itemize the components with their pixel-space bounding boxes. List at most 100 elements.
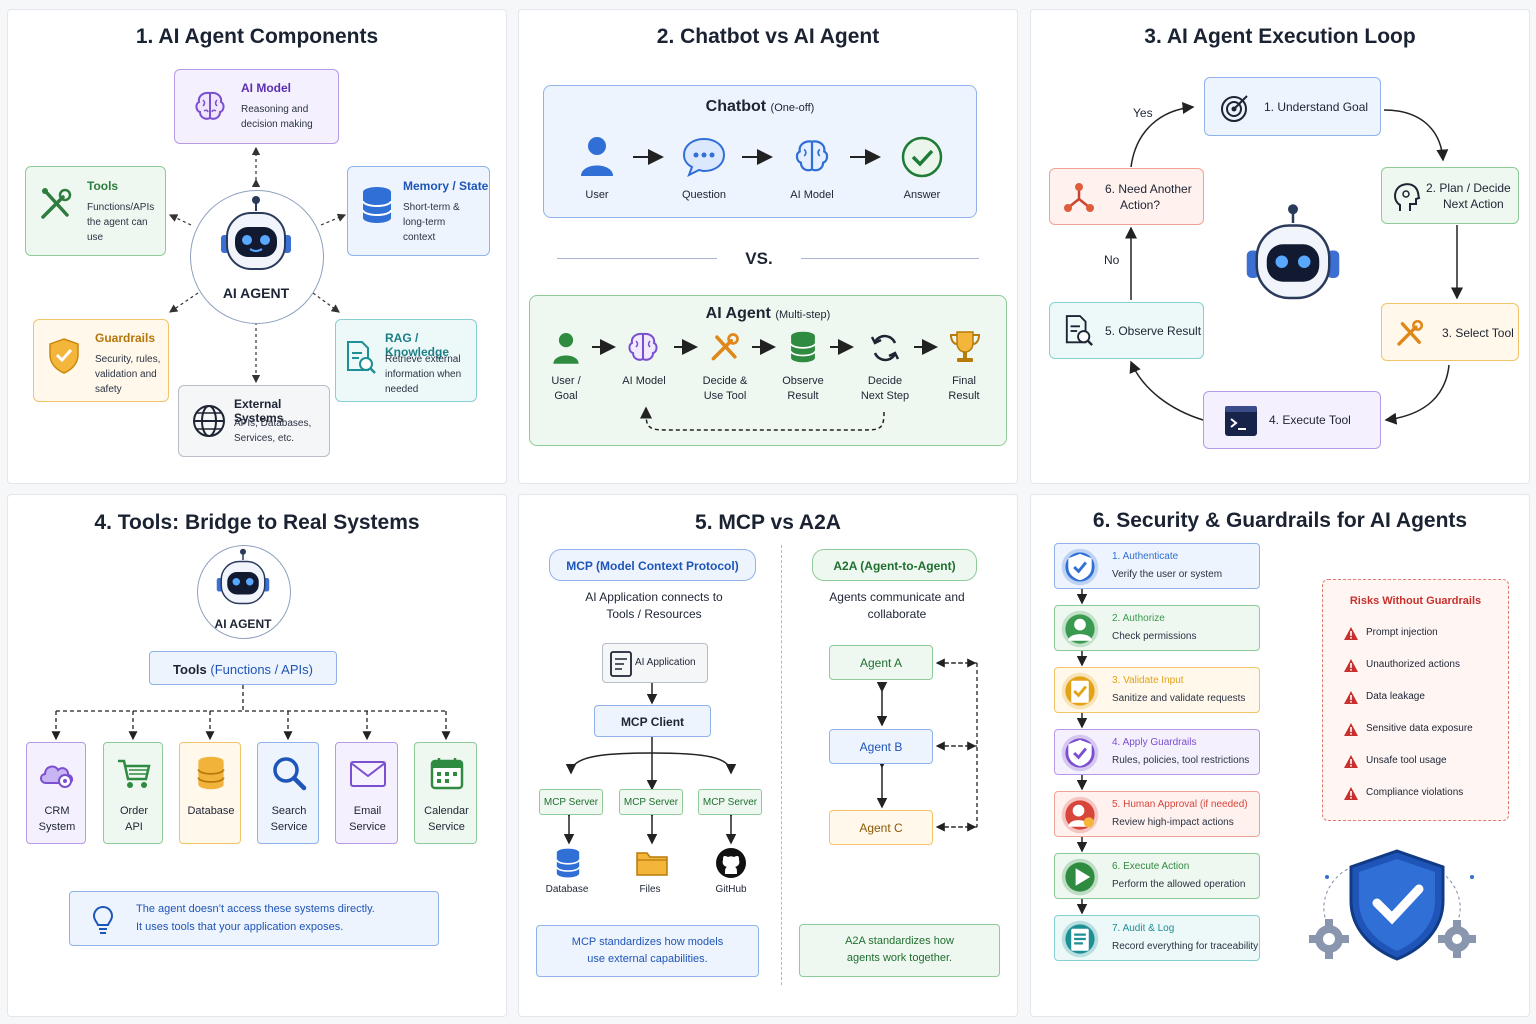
terminal-icon — [1225, 406, 1257, 436]
label-2: API — [125, 821, 143, 833]
component-external-systems: External Systems APIs, Databases, Servic… — [178, 385, 330, 457]
desc-3: needed — [385, 384, 419, 395]
security-step: 3. Validate Input Sanitize and validate … — [1054, 667, 1260, 713]
label: Agent A — [859, 656, 903, 670]
step-icon — [1061, 672, 1099, 710]
agent-title: AI Agent — [705, 305, 771, 322]
label-2: Action? — [1120, 198, 1161, 212]
label: 4. Execute Tool — [1269, 413, 1351, 427]
database-icon — [790, 331, 816, 363]
step-title: 5. Human Approval (if needed) — [1112, 799, 1248, 810]
step-title: 6. Execute Action — [1112, 861, 1190, 872]
risk-item: Sensitive data exposure — [1343, 722, 1503, 740]
folder-icon — [636, 852, 668, 876]
chat-bubble-icon — [682, 137, 726, 178]
checkmark-circle-icon — [901, 136, 943, 178]
app-window-icon — [610, 651, 632, 677]
step-answer: Answer — [903, 189, 941, 201]
branch-icon — [1064, 183, 1094, 212]
tools-word: Tools — [173, 662, 211, 677]
shield-gears-icon — [1309, 849, 1476, 961]
mcp-desc-1: AI Application connects to — [585, 590, 723, 604]
agent-heading: AI Agent (Multi-step) — [530, 305, 1006, 323]
label: 1. Understand Goal — [1264, 100, 1369, 114]
info-note: The agent doesn’t access these systems d… — [69, 891, 439, 946]
security-flow-arrows — [1076, 589, 1088, 915]
step-question: Question — [681, 189, 727, 201]
step-1-line-1: User / — [551, 375, 581, 387]
resource-database: Database — [545, 884, 589, 895]
step-desc: Perform the allowed operation — [1112, 879, 1246, 890]
mcp-arrows — [563, 658, 978, 845]
warning-icon — [1344, 627, 1358, 640]
tool-arrows — [51, 685, 451, 741]
chatbot-box: Chatbot (One-off) User Question AI Model… — [543, 85, 977, 218]
divider-right — [801, 258, 979, 259]
component-guardrails: Guardrails Security, rules, validation a… — [33, 319, 169, 402]
agent-box: AI Agent (Multi-step) User / Goal AI Mod… — [529, 295, 1007, 446]
step-6-line-1: Final — [952, 375, 976, 387]
tool-crm-system: CRM System — [26, 742, 86, 844]
note-1: MCP standardizes how models — [571, 936, 724, 948]
label-1: Calendar — [424, 805, 469, 817]
risk-item: Prompt injection — [1343, 626, 1503, 644]
github-icon — [716, 848, 746, 878]
connector-arrows — [168, 146, 347, 384]
step-execute-tool: 4. Execute Tool — [1203, 391, 1381, 449]
tool-calendar-service: Calendar Service — [414, 742, 477, 844]
mcp-server-1: MCP Server — [539, 789, 603, 815]
step-icon — [1061, 920, 1099, 958]
component-tools: Tools Functions/APIs the agent can use — [25, 166, 166, 256]
step-5-line-1: Decide — [867, 375, 903, 387]
note-1: A2A standardizes how — [845, 935, 954, 947]
step-6-line-2: Result — [948, 390, 980, 402]
step-plan-decide: 2. Plan / Decide Next Action — [1381, 167, 1519, 224]
step-5-line-2: Next Step — [860, 390, 910, 402]
step-icon — [1061, 734, 1099, 772]
label-1: Database — [187, 805, 235, 817]
label-1: Email — [353, 805, 382, 817]
database-icon — [197, 756, 225, 790]
mcp-client-box: MCP Client — [594, 705, 711, 737]
panel-title: 2. Chatbot vs AI Agent — [656, 25, 880, 48]
label-1: 2. Plan / Decide — [1426, 181, 1511, 195]
brain-icon — [195, 91, 225, 120]
label: AI Application — [635, 657, 696, 668]
panel-agent-components: 1. AI Agent Components AI AGENT AI Model… — [7, 9, 507, 484]
agent-label: AI AGENT — [222, 285, 290, 301]
tools-sub: (Functions / APIs) — [210, 662, 313, 677]
desc-2: the agent can — [87, 217, 148, 228]
step-desc: Verify the user or system — [1112, 569, 1223, 580]
user-icon — [553, 333, 579, 364]
a2a-desc-1: Agents communicate and — [829, 590, 965, 604]
tools-bar-label: Tools (Functions / APIs) — [150, 662, 336, 677]
label-1: 6. Need Another — [1105, 182, 1192, 196]
mcp-desc-2: Tools / Resources — [606, 607, 702, 621]
target-icon — [1221, 95, 1248, 122]
label-2: Next Action — [1443, 197, 1504, 211]
step-title: 4. Apply Guardrails — [1112, 737, 1197, 748]
globe-icon — [193, 405, 225, 437]
label: MCP (Model Context Protocol) — [566, 559, 739, 573]
label: MCP Client — [620, 715, 685, 729]
warning-icon — [1344, 723, 1358, 736]
desc-2: long-term — [403, 217, 446, 228]
note-line-2: It uses tools that your application expo… — [136, 921, 344, 933]
panel-title: 5. MCP vs A2A — [695, 511, 841, 534]
chatbot-title: Chatbot — [705, 98, 767, 115]
wrench-screwdriver-icon — [41, 188, 72, 219]
step-observe-result: 5. Observe Result — [1049, 302, 1204, 359]
panel-chatbot-vs-agent: 2. Chatbot vs AI Agent Chatbot (One-off)… — [518, 9, 1018, 484]
mcp-note: MCP standardizes how models use external… — [536, 925, 759, 977]
panel-title: 1. AI Agent Components — [135, 25, 379, 48]
step-4-line-1: Observe — [782, 375, 824, 387]
step-title: 3. Validate Input — [1112, 675, 1184, 686]
desc-1: Security, rules, — [95, 354, 161, 365]
mcp-server-3: MCP Server — [698, 789, 762, 815]
step-1-line-2: Goal — [554, 390, 578, 402]
step-ai-model: AI Model — [790, 189, 834, 201]
panel-title: 4. Tools: Bridge to Real Systems — [94, 511, 420, 534]
brain-icon — [628, 332, 658, 361]
database-icon — [362, 187, 392, 223]
search-icon — [273, 757, 307, 791]
